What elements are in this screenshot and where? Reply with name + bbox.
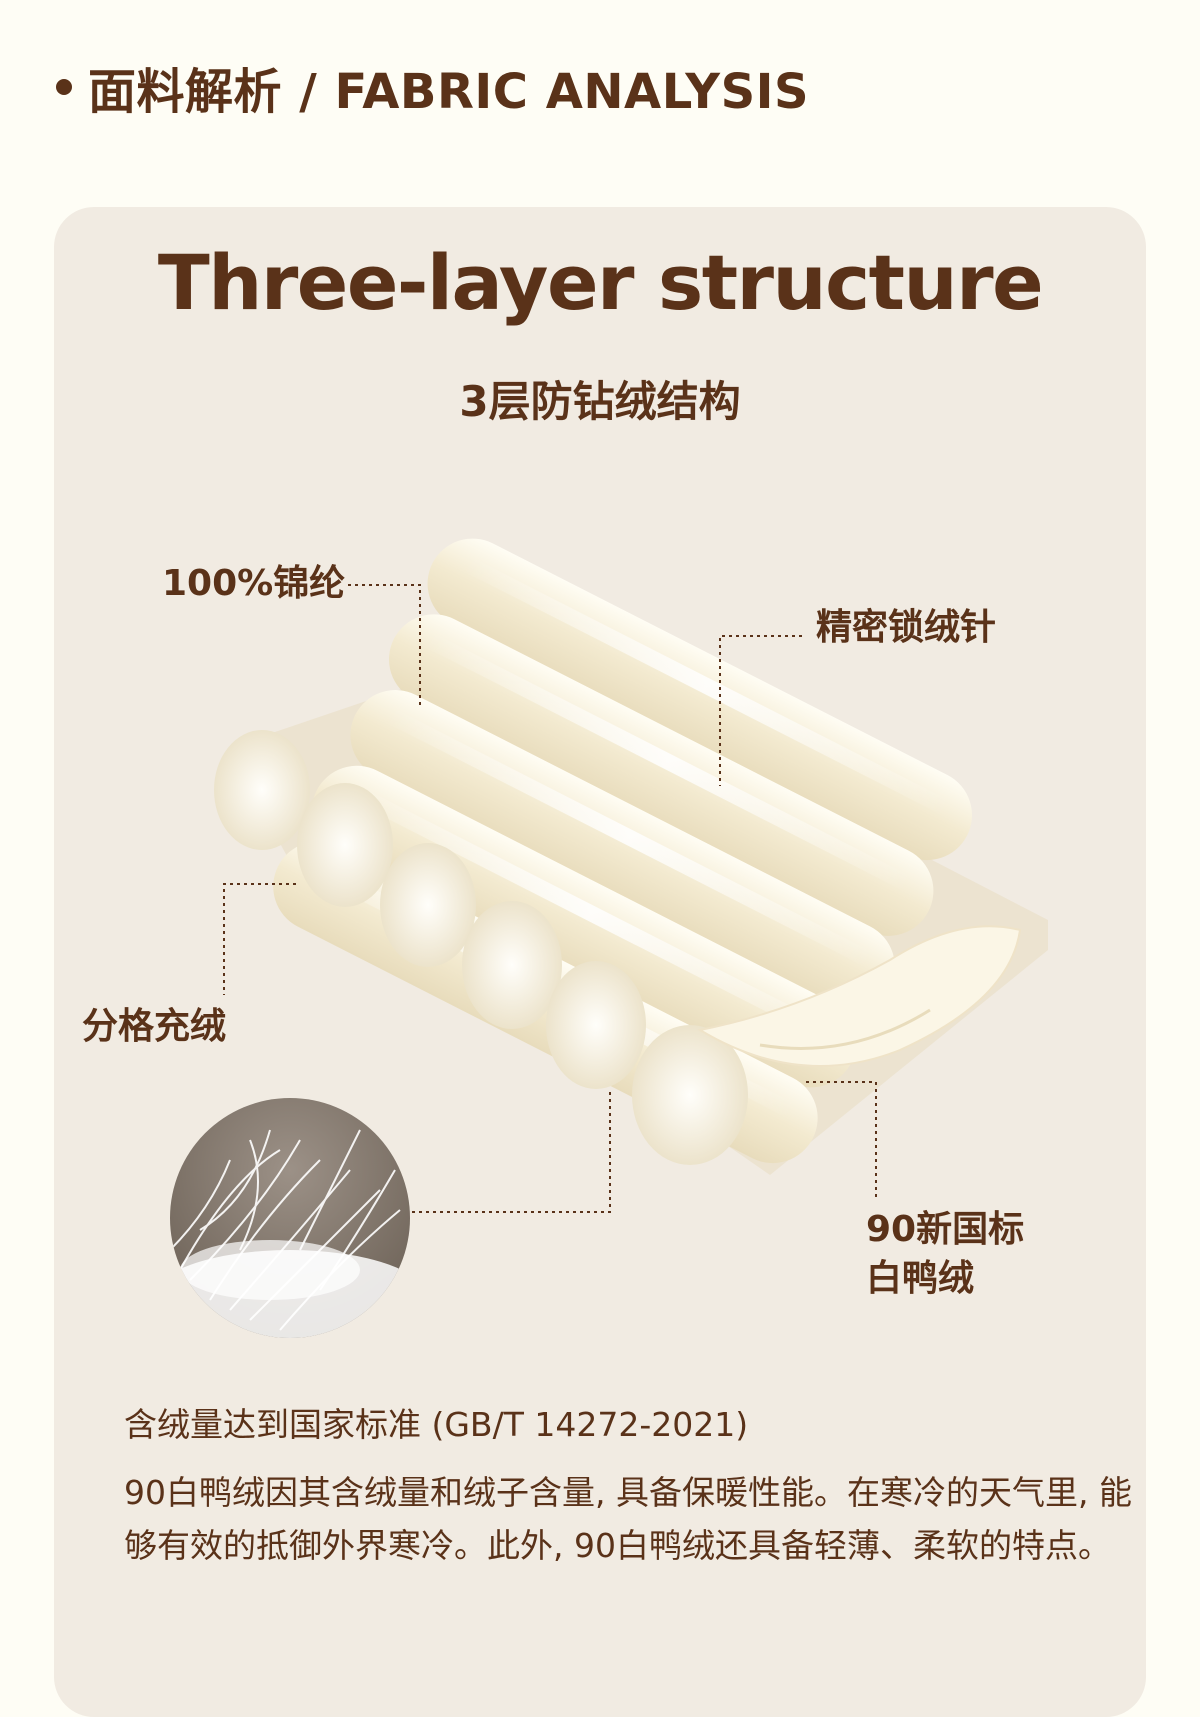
padded-fabric-illustration-icon	[214, 538, 1048, 1175]
leader-lines	[223, 584, 877, 1213]
callout-down-line1: 90新国标	[866, 1209, 1025, 1250]
card-title: Three-layer structure	[157, 238, 1044, 327]
card-subtitle: 3层防钻绒结构	[459, 377, 741, 426]
down-feather-closeup-icon	[170, 1098, 410, 1338]
down-standard-note: 含绒量达到国家标准 (GB/T 14272-2021)	[124, 1405, 749, 1444]
callout-stitch: 精密锁绒针	[816, 607, 997, 648]
callout-compartment: 分格充绒	[82, 1006, 227, 1047]
description-paragraph: 90白鸭绒因其含绒量和绒子含量, 具备保暖性能。在寒冷的天气里, 能够有效的抵御…	[124, 1473, 1132, 1566]
bullet-dot-icon	[56, 79, 72, 95]
section-header: 面料解析 / FABRIC ANALYSIS	[56, 52, 809, 122]
callout-nylon: 100%锦纶	[162, 563, 346, 604]
callout-down-line2: 白鸭绒	[866, 1257, 975, 1299]
callout-down: 90新国标 白鸭绒	[866, 1206, 1024, 1303]
section-title: 面料解析 / FABRIC ANALYSIS	[88, 64, 810, 120]
